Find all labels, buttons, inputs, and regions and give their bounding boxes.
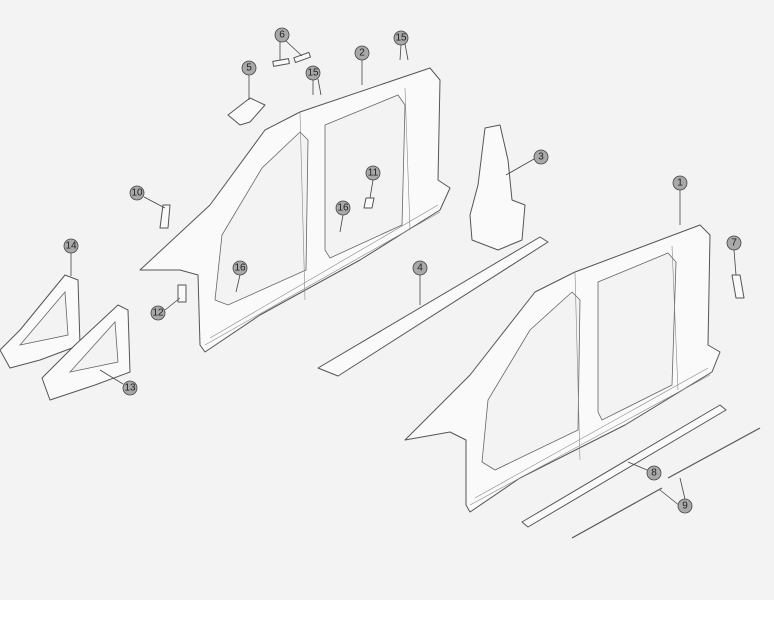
svg-text:15: 15 <box>395 33 407 44</box>
part-11-clip <box>363 197 375 209</box>
part-1-side-frame-outer <box>404 224 721 513</box>
part-13-bracket <box>41 304 131 401</box>
part-6-clip-a <box>272 58 290 67</box>
part-9-strip-a <box>667 427 761 479</box>
part-9-strip-b <box>571 487 663 539</box>
svg-text:13: 13 <box>124 383 136 394</box>
part-7-clip <box>731 274 745 299</box>
part-8-sill-reinforcement <box>521 404 727 528</box>
part-12-bracket <box>177 284 187 303</box>
part-4-sill <box>317 236 549 377</box>
svg-text:4: 4 <box>417 263 423 274</box>
callout-7[interactable]: 7 <box>726 235 742 251</box>
part-6-clip-b <box>293 51 312 64</box>
svg-text:1: 1 <box>677 178 683 189</box>
svg-text:3: 3 <box>538 152 544 163</box>
parts-drawing: 1 2 3 4 5 6 7 8 9 10 11 12 13 14 15 15 1… <box>0 27 761 539</box>
callout-12[interactable]: 12 <box>150 305 166 321</box>
svg-text:6: 6 <box>279 30 285 41</box>
callout-13[interactable]: 13 <box>122 380 138 396</box>
svg-text:16: 16 <box>337 203 349 214</box>
svg-text:7: 7 <box>731 238 737 249</box>
callout-15b[interactable]: 15 <box>393 30 409 46</box>
leader-lines <box>70 40 737 507</box>
callout-14[interactable]: 14 <box>63 238 79 254</box>
callout-15a[interactable]: 15 <box>305 65 321 81</box>
svg-text:14: 14 <box>65 241 77 252</box>
svg-text:12: 12 <box>152 308 164 319</box>
callout-8[interactable]: 8 <box>646 465 662 481</box>
part-3-pillar <box>469 124 526 251</box>
svg-text:15: 15 <box>307 68 319 79</box>
callout-16a[interactable]: 16 <box>335 200 351 216</box>
callout-1[interactable]: 1 <box>672 175 688 191</box>
svg-text:16: 16 <box>234 263 246 274</box>
callout-16b[interactable]: 16 <box>232 260 248 276</box>
callout-2[interactable]: 2 <box>354 45 370 61</box>
callout-5[interactable]: 5 <box>241 60 257 76</box>
callout-3[interactable]: 3 <box>533 149 549 165</box>
diagram-canvas: 1 2 3 4 5 6 7 8 9 10 11 12 13 14 15 15 1… <box>0 0 774 600</box>
part-5-bracket <box>227 97 266 126</box>
svg-text:2: 2 <box>359 48 365 59</box>
svg-text:10: 10 <box>131 188 143 199</box>
svg-text:5: 5 <box>246 63 252 74</box>
svg-text:11: 11 <box>368 168 379 179</box>
callout-11[interactable]: 11 <box>365 165 381 181</box>
part-10-bracket <box>159 204 171 229</box>
callout-9[interactable]: 9 <box>677 498 693 514</box>
part-2-side-frame-inner <box>139 67 451 353</box>
svg-text:8: 8 <box>651 468 657 479</box>
callout-10[interactable]: 10 <box>129 185 145 201</box>
callout-4[interactable]: 4 <box>412 260 428 276</box>
callout-6[interactable]: 6 <box>274 27 290 43</box>
svg-text:9: 9 <box>682 501 688 512</box>
